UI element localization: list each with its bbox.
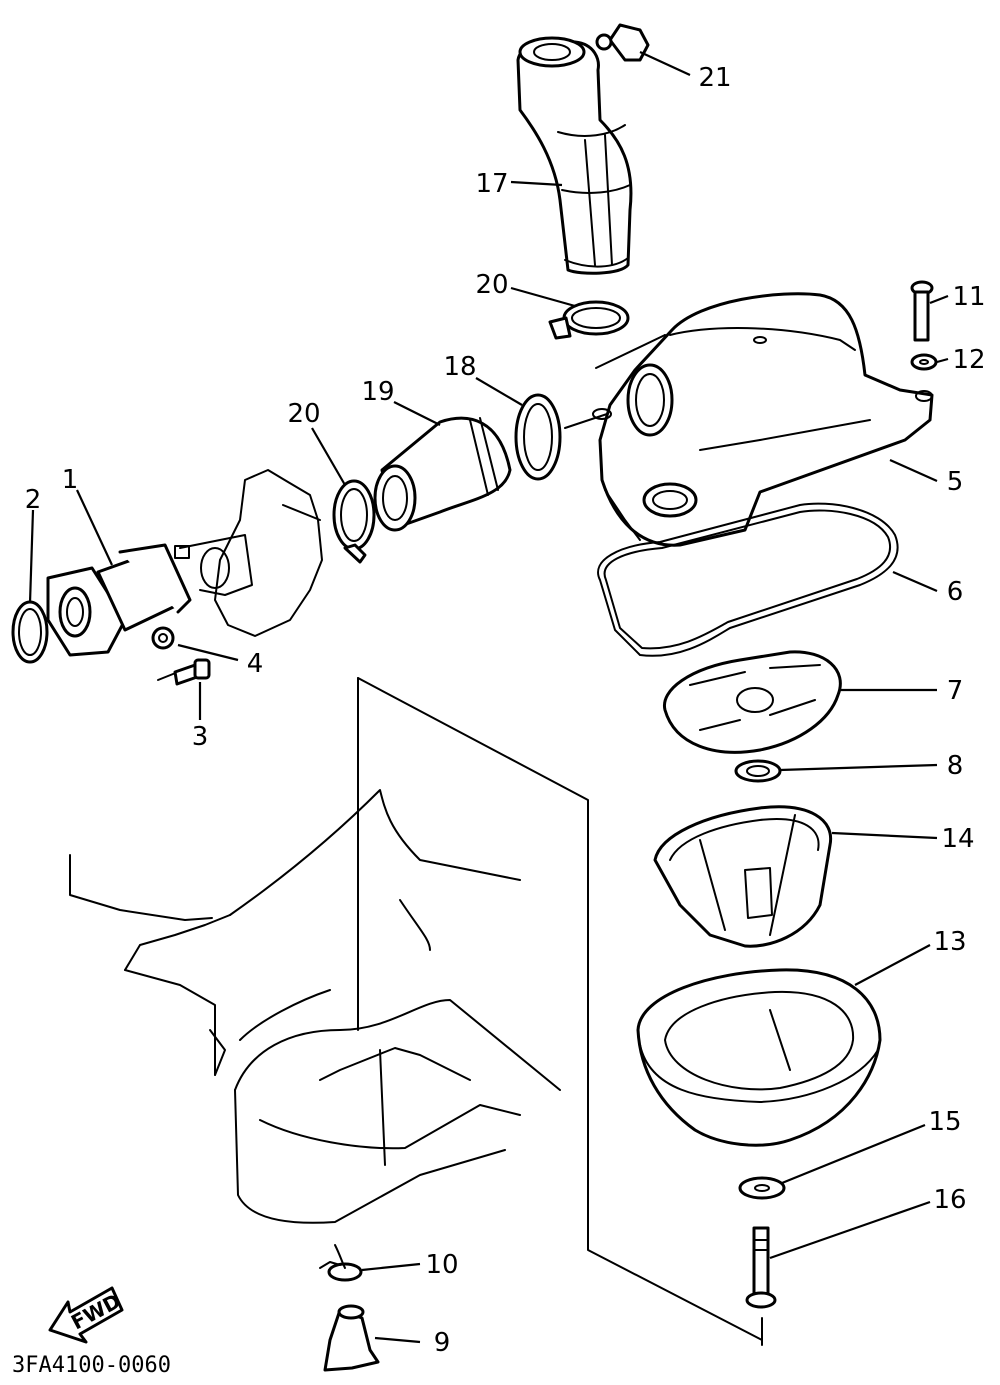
part-14-element-cage xyxy=(653,805,833,948)
part-11-bolt xyxy=(910,280,934,342)
callout-3: 3 xyxy=(192,722,209,752)
part-4-nut xyxy=(151,626,175,650)
part-21-breather-cap xyxy=(595,23,650,62)
callout-7: 7 xyxy=(947,676,964,706)
callout-17: 17 xyxy=(475,169,508,199)
callout-6: 6 xyxy=(947,577,964,607)
callout-10: 10 xyxy=(425,1250,458,1280)
part-6-gasket xyxy=(597,502,899,657)
callout-20-lower: 20 xyxy=(287,399,320,429)
callout-2: 2 xyxy=(25,485,42,515)
part-15-collar xyxy=(738,1176,786,1200)
part-7-element-guide xyxy=(662,650,842,754)
callout-12: 12 xyxy=(952,345,985,375)
callout-13: 13 xyxy=(933,927,966,957)
carburetor-body xyxy=(174,469,323,637)
callout-8: 8 xyxy=(947,751,964,781)
callout-5: 5 xyxy=(947,467,964,497)
callout-14: 14 xyxy=(941,824,974,854)
callout-15: 15 xyxy=(928,1107,961,1137)
part-9-drain-cap xyxy=(323,1304,380,1372)
part-16-bolt xyxy=(745,1226,777,1309)
leader-lines xyxy=(28,51,949,1344)
part-19-intake-joint xyxy=(373,416,512,532)
frame-fender-outline xyxy=(69,789,561,1224)
part-2-o-ring xyxy=(11,600,49,664)
part-13-air-filter-element xyxy=(636,968,882,1147)
part-20-upper-clamp xyxy=(548,300,630,340)
part-3-bolt xyxy=(173,658,211,686)
part-12-washer xyxy=(910,353,938,371)
callout-4: 4 xyxy=(247,649,264,679)
part-18-band xyxy=(514,393,562,481)
callout-1: 1 xyxy=(62,465,79,495)
callout-18: 18 xyxy=(443,352,476,382)
callout-19: 19 xyxy=(361,377,394,407)
diagram-code: 3FA4100-0060 xyxy=(12,1353,171,1378)
callout-labels: 1 2 3 4 5 6 7 8 9 10 11 12 13 14 15 16 1… xyxy=(25,63,986,1358)
fwd-arrow-icon: FWD xyxy=(48,1286,125,1344)
callout-20-upper: 20 xyxy=(475,270,508,300)
part-5-air-filter-case xyxy=(592,292,934,547)
callout-21: 21 xyxy=(698,63,731,93)
part-20-lower-clamp xyxy=(332,479,376,564)
part-8-washer xyxy=(734,759,782,783)
callout-11: 11 xyxy=(952,282,985,312)
part-10-clip xyxy=(319,1244,363,1282)
callout-9: 9 xyxy=(434,1328,451,1358)
callout-16: 16 xyxy=(933,1185,966,1215)
part-1-carburetor-joint xyxy=(46,543,192,657)
part-17-intake-hose xyxy=(516,36,633,275)
